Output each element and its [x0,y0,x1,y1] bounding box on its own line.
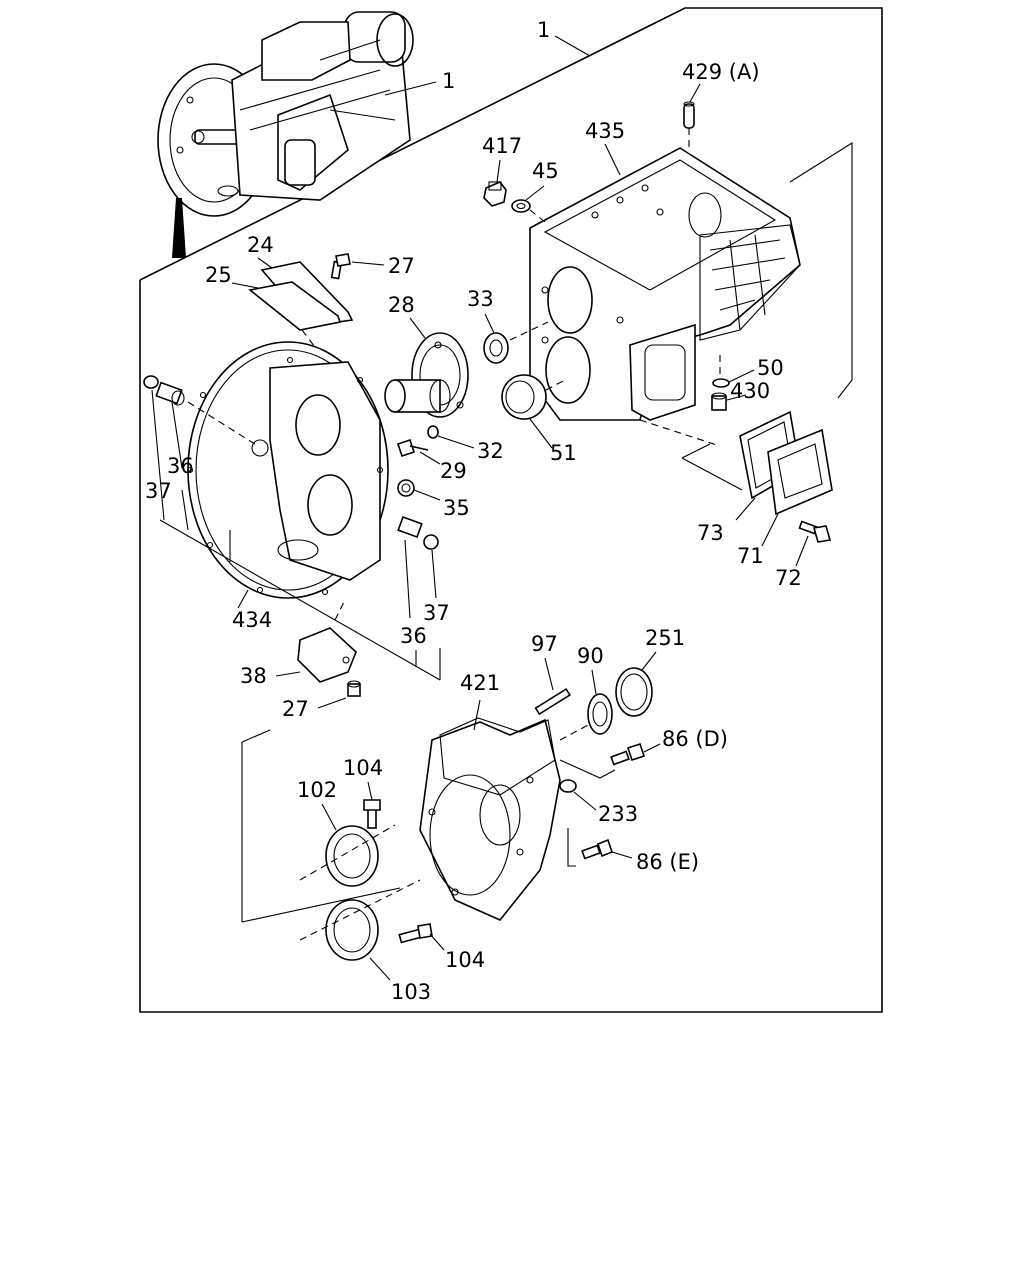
bracket-434 [159,519,441,681]
part-29-bolt [396,438,441,465]
label-429: 429 (A) [682,60,760,84]
part-27-bolt-upper [330,253,385,280]
label-27-lower: 27 [282,697,309,721]
label-45: 45 [532,159,559,183]
part-86e-bolt [567,828,633,867]
label-37-lower: 37 [423,601,450,625]
part-435-transmission-case [529,143,801,421]
part-27-bolt-lower [317,680,361,709]
part-33-seal [483,313,549,364]
part-429-pin [683,83,701,150]
part-36-37-dowel-lower [397,515,439,619]
label-top-1: 1 [537,18,550,42]
label-36-lower: 36 [400,624,427,648]
part-86d-bolt [610,742,661,766]
label-28: 28 [388,293,415,317]
label-32: 32 [477,439,504,463]
transmission-assembly-illustration [157,11,437,258]
leader-top-1 [554,35,591,57]
part-36-37-dowel-left [143,375,189,531]
label-435: 435 [585,119,625,143]
part-102-cover [321,803,379,887]
part-35-seal [397,479,441,501]
label-36-left: 36 [167,454,194,478]
label-90: 90 [577,644,604,668]
part-421-clutch-housing [419,699,561,921]
label-233: 233 [598,802,638,826]
part-71-cover [761,428,833,547]
arrow-indicator [172,198,186,258]
label-103: 103 [391,980,431,1004]
label-104-lower: 104 [445,948,485,972]
part-50-oring [712,355,755,388]
label-51: 51 [550,441,577,465]
label-417: 417 [482,134,522,158]
label-97: 97 [531,632,558,656]
label-35: 35 [443,496,470,520]
part-28-bearing-retainer [384,317,469,418]
label-73: 73 [697,521,724,545]
part-430-plug [711,392,747,411]
part-32-washer [427,425,475,449]
part-72-bolt [795,520,832,567]
part-233-pin [559,779,597,811]
part-25-gasket [231,281,342,331]
bracket-421 [241,729,271,743]
part-104-bolt-upper [363,781,381,829]
label-430: 430 [730,379,770,403]
label-421: 421 [460,671,500,695]
bracket-435-right [789,142,853,399]
label-104-upper: 104 [343,756,383,780]
label-27-upper: 27 [388,254,415,278]
part-97-stud [534,657,571,716]
part-38-cover-plate [275,599,357,683]
label-38: 38 [240,664,267,688]
label-25: 25 [205,263,232,287]
part-51-cap [501,374,566,449]
part-103-cover [325,899,391,981]
label-86d: 86 (D) [662,727,728,751]
part-104-bolt-lower [398,923,445,951]
frame-border [139,7,883,1013]
label-37-left: 37 [145,479,172,503]
leader-assembly-1 [384,81,437,96]
part-45-washer [511,185,546,223]
label-102: 102 [297,778,337,802]
label-434: 434 [232,608,272,632]
label-71: 71 [737,544,764,568]
label-29: 29 [440,459,467,483]
leader-435 [604,143,621,176]
label-24: 24 [247,233,274,257]
part-417-plug [483,159,507,207]
label-33: 33 [467,287,494,311]
label-72: 72 [775,566,802,590]
label-50: 50 [757,356,784,380]
part-251-ring [615,651,657,717]
part-434-flywheel-housing [186,341,389,609]
label-251: 251 [645,626,685,650]
label-assembly-1: 1 [442,69,455,93]
label-86e: 86 (E) [636,850,699,874]
part-90-seal [587,669,613,735]
